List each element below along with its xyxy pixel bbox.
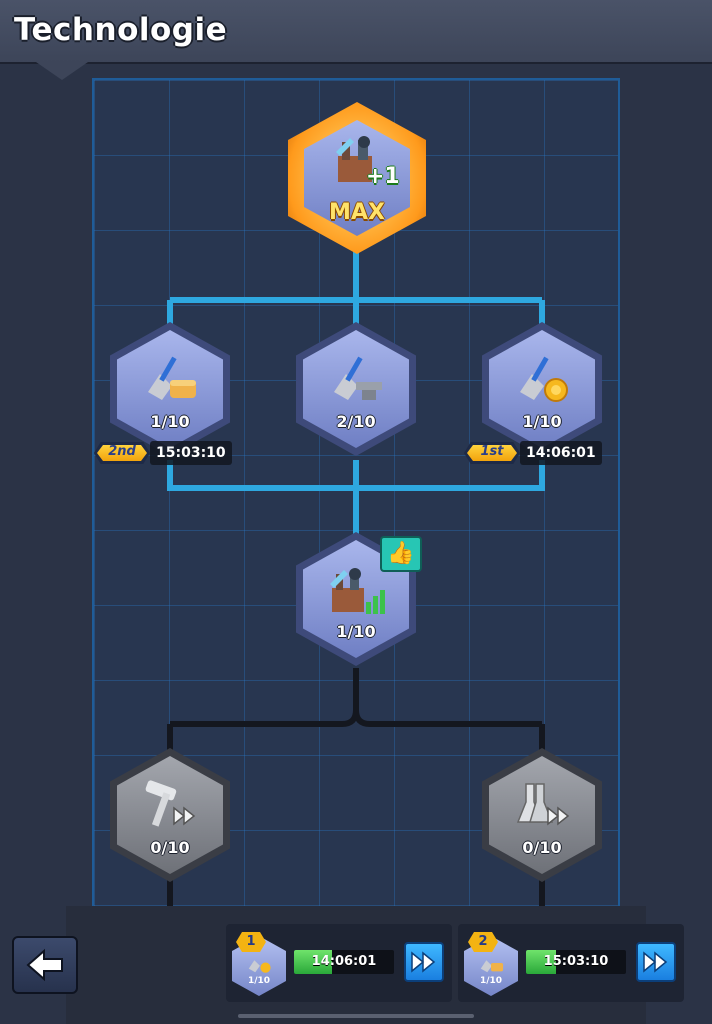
queue-level: 1/10 xyxy=(479,976,503,986)
queue-timer: 15:03:10 xyxy=(543,954,609,969)
queue-progress-fill xyxy=(526,950,556,974)
page-title: Technologie xyxy=(14,12,228,48)
back-arrow-icon xyxy=(26,948,63,982)
flask-speed-icon xyxy=(516,783,570,826)
queue-slot-number: 2 xyxy=(468,932,498,952)
back-button[interactable] xyxy=(12,936,78,994)
speed-up-button[interactable] xyxy=(636,942,676,982)
rank-text: 1st xyxy=(480,444,504,459)
shovel-coin-icon xyxy=(520,356,568,402)
rank-badge: 1st xyxy=(464,442,520,464)
thumbs-up-icon: 👍 xyxy=(380,536,422,572)
hammer-speed-icon xyxy=(145,780,196,827)
shovel-coin-icon xyxy=(248,960,271,973)
fast-forward-icon xyxy=(643,951,668,973)
rank-text: 2nd xyxy=(108,444,136,459)
node-level: 2/10 xyxy=(336,412,376,431)
home-indicator xyxy=(238,1014,474,1018)
shovel-iron-icon xyxy=(334,356,382,400)
shovel-bread-icon xyxy=(480,960,504,973)
tech-node-iron[interactable]: 2/10 xyxy=(296,322,416,456)
queue-slot-number: 1 xyxy=(236,932,266,952)
node-level: 1/10 xyxy=(336,622,376,641)
tech-node-root[interactable]: +1 MAX xyxy=(280,98,434,258)
tech-node-build-speed[interactable]: 0/10 xyxy=(110,748,230,882)
factory-growth-icon xyxy=(330,568,385,614)
queue-timer: 14:06:01 xyxy=(311,954,377,969)
node-level: 1/10 xyxy=(522,412,562,431)
node-level: 0/10 xyxy=(522,838,562,857)
speed-up-button[interactable] xyxy=(404,942,444,982)
tech-node-bread[interactable]: 1/10 xyxy=(110,322,230,456)
research-timer: 15:03:10 xyxy=(150,441,232,465)
tech-node-research-speed[interactable]: 0/10 xyxy=(482,748,602,882)
research-timer: 14:06:01 xyxy=(520,441,602,465)
rank-badge: 2nd xyxy=(94,442,150,464)
top-bar: Technologie xyxy=(0,0,712,64)
queue-progress-bar: 14:06:01 xyxy=(294,950,394,974)
node-level: 0/10 xyxy=(150,838,190,857)
factory-plus-icon xyxy=(336,136,372,182)
tech-node-coin[interactable]: 1/10 xyxy=(482,322,602,456)
research-queue-slot-1[interactable]: 1 1/10 14:06:01 xyxy=(226,924,452,1002)
header-notch xyxy=(36,62,88,80)
shovel-bread-icon xyxy=(148,356,196,400)
queue-level: 1/10 xyxy=(247,976,271,986)
bonus-label: +1 xyxy=(366,164,400,189)
research-queue-slot-2[interactable]: 2 1/10 15:03:10 xyxy=(458,924,684,1002)
fast-forward-icon xyxy=(411,951,436,973)
node-level: 1/10 xyxy=(150,412,190,431)
queue-progress-fill xyxy=(294,950,332,974)
max-label: MAX xyxy=(329,200,385,225)
queue-progress-bar: 15:03:10 xyxy=(526,950,626,974)
